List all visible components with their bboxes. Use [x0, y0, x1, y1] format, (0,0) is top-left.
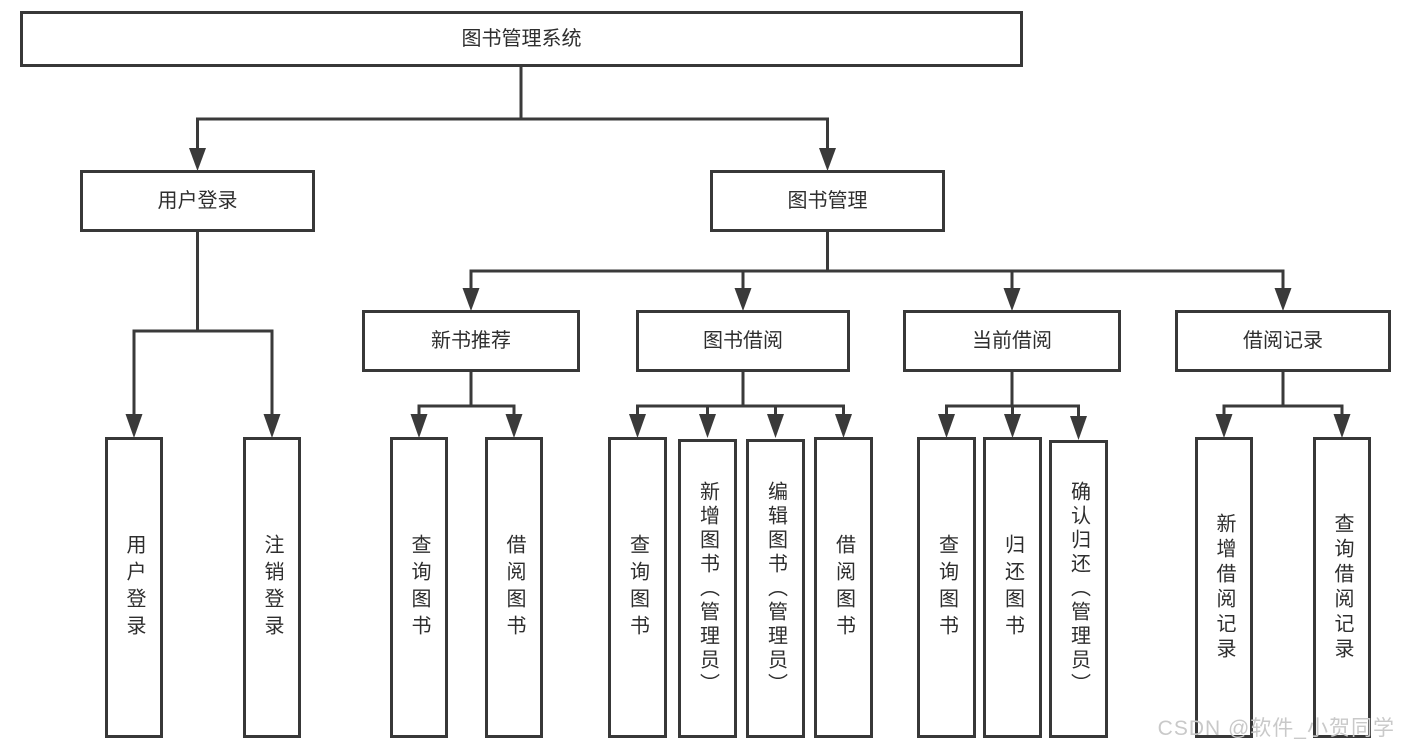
- connector-book-management-to-level3: [462, 232, 1292, 311]
- leaf-user-login: 用户登录: [105, 437, 163, 738]
- connector-user-login-to-leaves: [125, 232, 281, 438]
- leaf-label: 查询图书: [408, 533, 430, 642]
- leaf-label: 确认归还（管理员）: [1067, 481, 1090, 697]
- leaf-query-books-recommend: 查询图书: [390, 437, 448, 738]
- connector-root-to-level2: [189, 66, 836, 171]
- node-user-login: 用户登录: [80, 170, 315, 232]
- leaf-borrow-books-borrowing: 借阅图书: [814, 437, 873, 738]
- node-book-borrowing: 图书借阅: [636, 310, 850, 372]
- node-label: 用户登录: [157, 190, 238, 212]
- node-library-management-system: 图书管理系统: [20, 11, 1023, 67]
- node-current-borrowing: 当前借阅: [903, 310, 1121, 372]
- leaf-label: 查询图书: [626, 533, 649, 642]
- leaf-query-books-current: 查询图书: [917, 437, 976, 738]
- leaf-label: 新增借阅记录: [1213, 512, 1235, 663]
- connector-borrow-records-to-leaves: [1215, 372, 1351, 438]
- leaf-label: 归还图书: [1001, 533, 1024, 642]
- node-label: 新书推荐: [431, 330, 511, 352]
- leaf-add-borrow-record: 新增借阅记录: [1195, 437, 1253, 738]
- leaf-query-borrow-record: 查询借阅记录: [1313, 437, 1371, 738]
- leaf-label: 编辑图书（管理员）: [764, 480, 787, 697]
- leaf-edit-books-admin: 编辑图书（管理员）: [746, 439, 805, 738]
- leaf-borrow-books-recommend: 借阅图书: [485, 437, 543, 738]
- leaf-label: 新增图书（管理员）: [696, 480, 719, 697]
- leaf-confirm-return-admin: 确认归还（管理员）: [1049, 440, 1108, 738]
- node-new-book-recommendation: 新书推荐: [362, 310, 580, 372]
- leaf-return-books: 归还图书: [983, 437, 1042, 738]
- node-borrowing-records: 借阅记录: [1175, 310, 1391, 372]
- connector-current-borrow-to-leaves: [938, 372, 1087, 440]
- watermark: CSDN @软件_小贺同学: [1157, 717, 1395, 740]
- node-label: 图书借阅: [703, 330, 783, 352]
- leaf-label: 查询图书: [935, 533, 958, 642]
- node-label: 图书管理系统: [461, 28, 582, 50]
- connector-new-book-to-leaves: [410, 372, 523, 438]
- node-label: 当前借阅: [972, 330, 1052, 352]
- leaf-add-books-admin: 新增图书（管理员）: [678, 439, 737, 738]
- leaf-logout-login: 注销登录: [243, 437, 301, 738]
- connector-book-borrow-to-leaves: [629, 372, 852, 438]
- leaf-query-books-borrowing: 查询图书: [608, 437, 667, 738]
- leaf-label: 用户登录: [123, 533, 145, 642]
- node-label: 图书管理: [787, 190, 868, 212]
- leaf-label: 借阅图书: [503, 533, 525, 642]
- node-book-management: 图书管理: [710, 170, 945, 232]
- node-label: 借阅记录: [1243, 330, 1323, 352]
- leaf-label: 注销登录: [261, 533, 283, 642]
- leaf-label: 借阅图书: [832, 533, 855, 642]
- leaf-label: 查询借阅记录: [1331, 512, 1353, 663]
